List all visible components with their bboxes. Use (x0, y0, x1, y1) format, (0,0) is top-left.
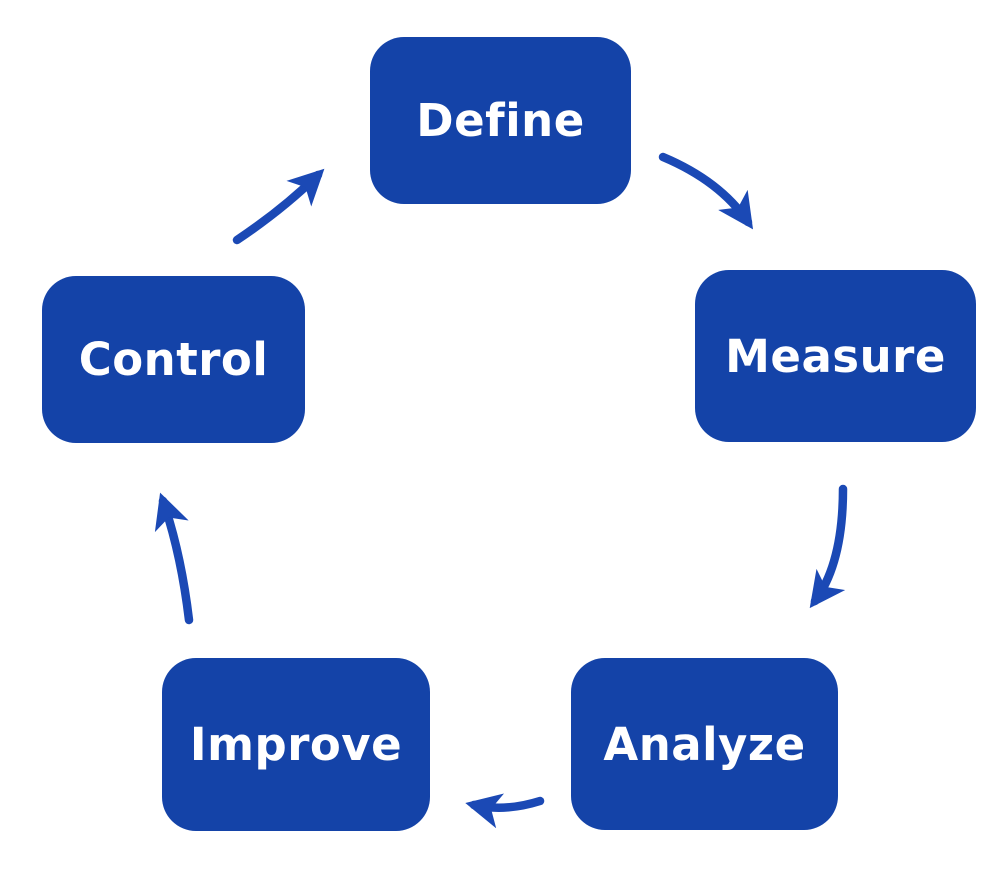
node-measure-label: Measure (725, 329, 946, 383)
arrow-improve-to-control-icon (154, 492, 194, 625)
node-analyze-label: Analyze (603, 717, 806, 771)
node-improve-label: Improve (189, 718, 403, 771)
node-define-label: Define (416, 94, 585, 147)
node-measure: Measure (695, 270, 976, 442)
node-improve: Improve (162, 658, 430, 831)
arrow-define-to-measure-icon (658, 152, 754, 230)
arrow-analyze-to-improve-icon (465, 793, 545, 829)
arrow-control-to-define-icon (232, 168, 325, 245)
node-control: Control (42, 276, 305, 443)
node-analyze: Analyze (571, 658, 838, 830)
arrow-measure-to-analyze-icon (809, 484, 848, 609)
node-control-label: Control (78, 333, 269, 386)
node-define: Define (370, 37, 631, 204)
